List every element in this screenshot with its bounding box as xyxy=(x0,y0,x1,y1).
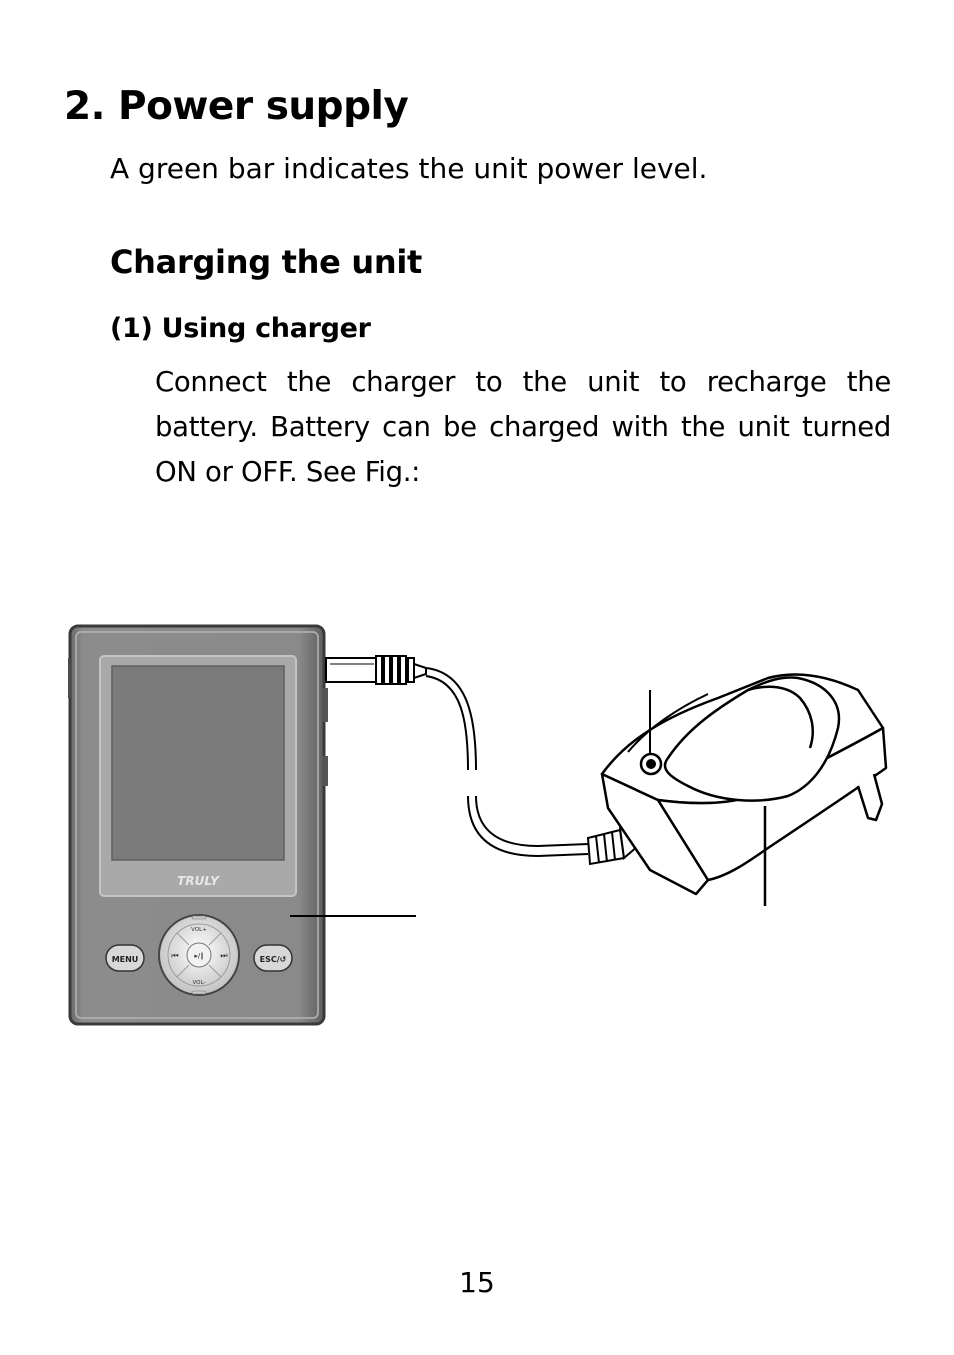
truly-logo: TRULY xyxy=(177,874,220,888)
charging-instructions: Connect the charger to the unit to recha… xyxy=(155,366,891,488)
esc-button[interactable]: ESC/↺ xyxy=(253,944,293,972)
vol-up-label: VOL+ xyxy=(191,927,207,933)
section-title: 2. Power supply xyxy=(64,84,409,129)
charging-figure: TRULY MENU ESC/↺ ▸/∥ VOL+ xyxy=(68,618,888,1028)
mp3-player: TRULY MENU ESC/↺ ▸/∥ VOL+ xyxy=(68,624,416,1026)
charge-indicator-led xyxy=(639,752,663,776)
power-level-note: A green bar indicates the unit power lev… xyxy=(110,152,708,185)
menu-button[interactable]: MENU xyxy=(105,944,145,972)
step-title: (1) Using charger xyxy=(110,313,371,344)
next-track-icon: ⏭ xyxy=(220,951,227,960)
previous-track-icon: ⏮ xyxy=(171,951,178,960)
page-number: 15 xyxy=(459,1266,495,1299)
dc-plug xyxy=(325,655,427,685)
display-screen xyxy=(111,665,285,861)
charger xyxy=(600,673,888,896)
subsection-title: Charging the unit xyxy=(110,243,422,281)
play-pause-icon: ▸/∥ xyxy=(194,952,203,960)
menu-button-label: MENU xyxy=(112,955,139,964)
navigation-pad[interactable]: ▸/∥ VOL+ VOL- ⏮ ⏭ xyxy=(158,914,240,996)
play-pause-button[interactable] xyxy=(186,942,212,968)
power-cord xyxy=(425,667,589,858)
esc-button-label: ESC/↺ xyxy=(260,955,287,964)
vol-down-label: VOL- xyxy=(193,980,206,986)
